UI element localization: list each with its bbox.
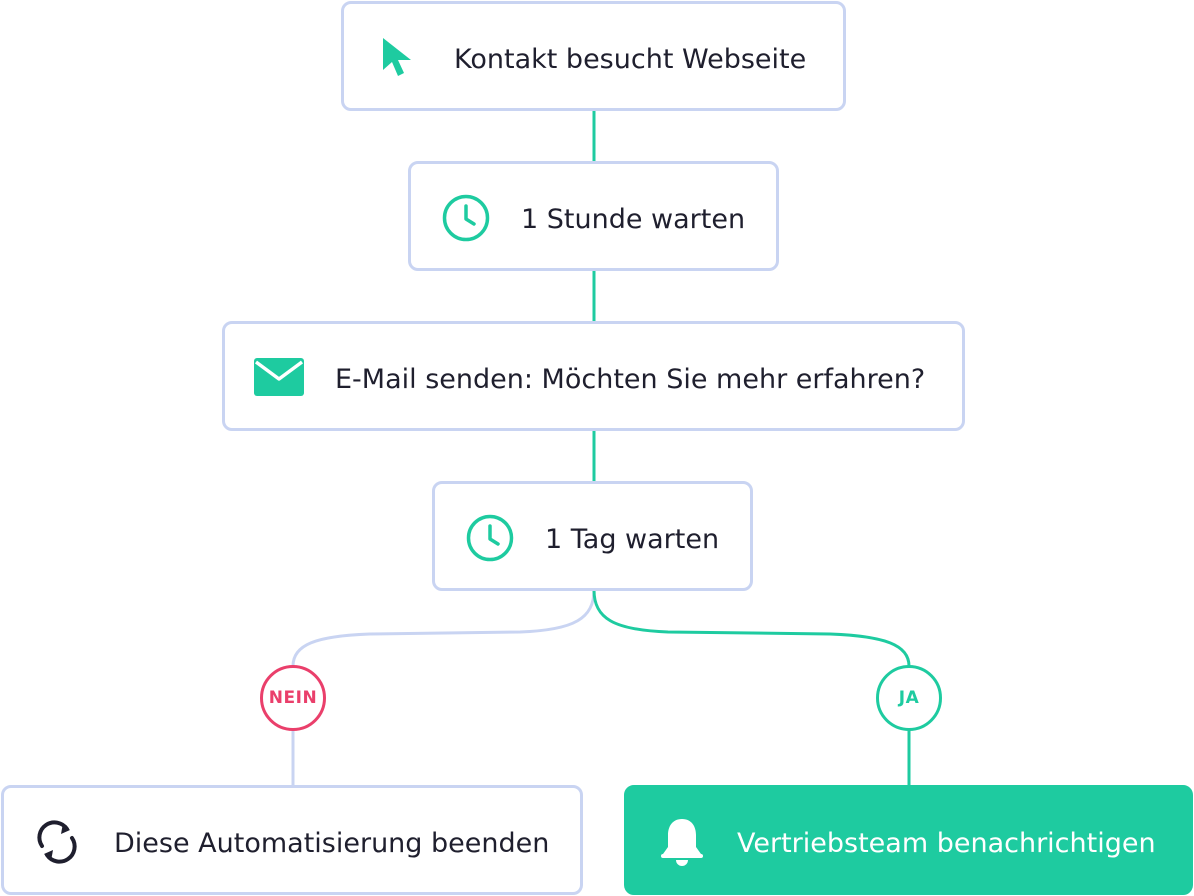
step-wait-hour-node[interactable]: 1 Stunde warten bbox=[408, 161, 779, 271]
mail-icon bbox=[254, 358, 304, 396]
step-label: 1 Stunde warten bbox=[521, 204, 746, 235]
connector-no-branch bbox=[291, 589, 596, 667]
step-label: Diese Automatisierung beenden bbox=[114, 828, 550, 859]
bell-icon bbox=[659, 816, 705, 868]
notify-sales-node[interactable]: Vertriebsteam benachrichtigen bbox=[624, 785, 1193, 895]
step-label: Kontakt besucht Webseite bbox=[454, 44, 807, 75]
step-send-email-node[interactable]: E-Mail senden: Möchten Sie mehr erfahren… bbox=[222, 321, 965, 431]
connector-yes-branch bbox=[592, 589, 911, 667]
cursor-icon bbox=[380, 36, 416, 80]
end-automation-node[interactable]: Diese Automatisierung beenden bbox=[1, 785, 583, 895]
branch-yes-badge[interactable]: JA bbox=[876, 665, 942, 731]
step-label: E-Mail senden: Möchten Sie mehr erfahren… bbox=[335, 364, 926, 395]
step-label: 1 Tag warten bbox=[545, 524, 720, 555]
clock-icon bbox=[465, 513, 515, 563]
clock-icon bbox=[441, 193, 491, 243]
step-trigger-node[interactable]: Kontakt besucht Webseite bbox=[341, 1, 846, 111]
step-wait-day-node[interactable]: 1 Tag warten bbox=[432, 481, 753, 591]
branch-no-badge[interactable]: NEIN bbox=[260, 665, 326, 731]
refresh-icon bbox=[34, 819, 80, 865]
step-label: Vertriebsteam benachrichtigen bbox=[737, 828, 1156, 859]
